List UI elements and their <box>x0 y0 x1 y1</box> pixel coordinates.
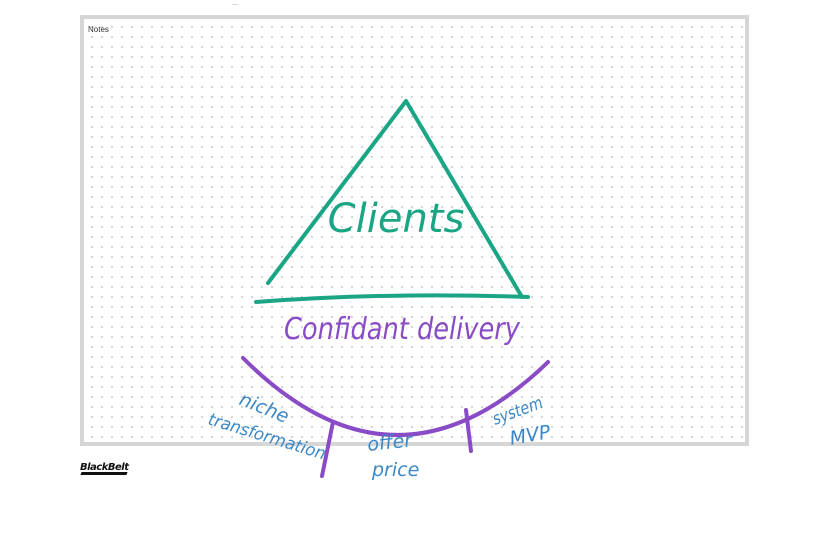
triangle-base-line <box>254 293 530 304</box>
logo-underline <box>80 472 128 475</box>
notes-label: Notes <box>88 25 109 34</box>
whiteboard-canvas[interactable] <box>80 15 749 446</box>
logo-wordmark: BlackBelt <box>80 462 129 473</box>
triangle-outline <box>266 99 524 299</box>
pillar-line-left <box>320 420 335 478</box>
pillar-2-line-2: price <box>371 459 419 481</box>
pillar-2-line-1: offer <box>366 429 414 456</box>
foundation-arc <box>241 356 550 437</box>
top-divider <box>232 4 238 5</box>
brand-logo: BlackBelt <box>80 457 130 481</box>
clients-label: Clients <box>328 196 465 242</box>
pillar-3-line-2: MVP <box>508 421 553 450</box>
pillar-line-right <box>464 408 473 453</box>
base-label: Confidant delivery <box>284 312 521 347</box>
